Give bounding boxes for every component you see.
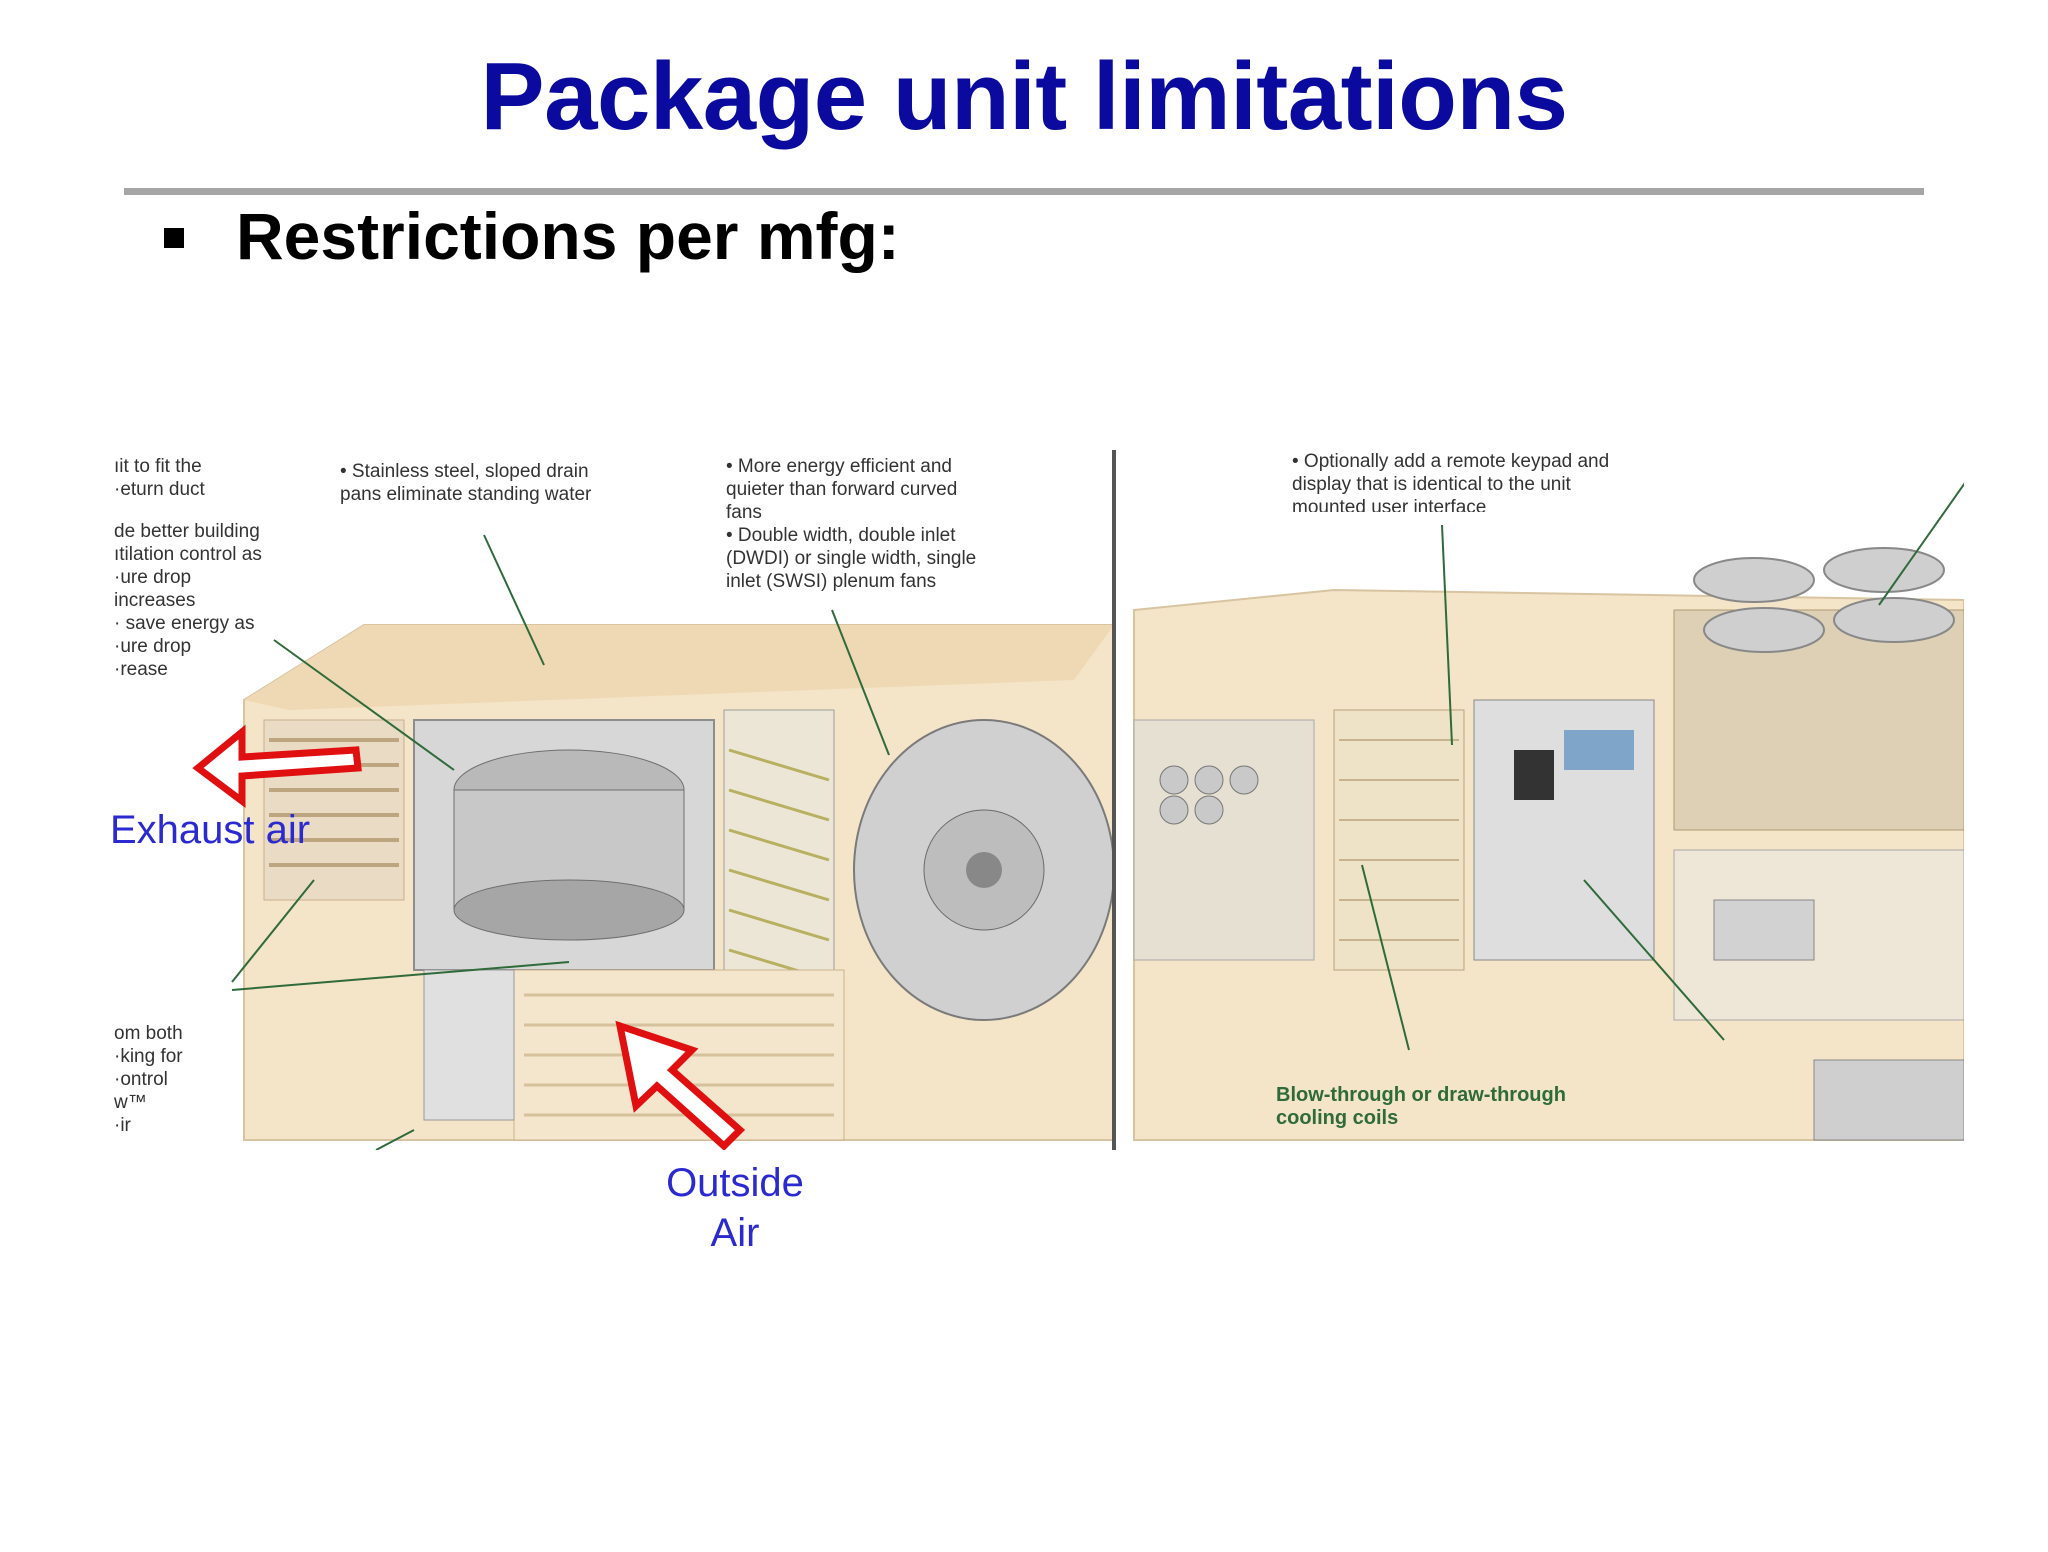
leader-lines (231, 482, 1964, 1150)
callout-left-mid: de better building ıtilation control as … (114, 521, 262, 680)
slide-title: Package unit limitations (480, 43, 1568, 150)
bullet-square-icon (164, 228, 184, 248)
left-arrow-icon (192, 724, 362, 808)
callout-left-bottom: om both ·king for ·ontrol w™ ·ir (114, 1023, 183, 1136)
right-cabinet (1133, 547, 1964, 1141)
callout-remote-keypad: • Optionally add a remote keypad and dis… (1292, 451, 1610, 512)
package-unit-cutaway-diagram: ıit to fit the ·eturn duct de better bui… (114, 450, 1964, 1150)
panel-divider (1112, 450, 1116, 1150)
callout-left-top: ıit to fit the ·eturn duct (114, 456, 205, 500)
callout-plenum-fans: • More energy efficient and quieter than… (726, 456, 977, 592)
callout-cooling-coils: Blow-through or draw-through cooling coi… (1276, 1084, 1566, 1129)
outside-air-label: Outside Air (666, 1161, 804, 1255)
up-right-arrow-icon (615, 1020, 746, 1150)
callout-drain-pans: • Stainless steel, sloped drain pans eli… (340, 461, 592, 505)
title-divider (124, 188, 1924, 195)
bullet-text: Restrictions per mfg: (236, 199, 900, 273)
exhaust-air-label: Exhaust air (109, 808, 311, 852)
cutaway-illustration (192, 450, 1964, 1150)
